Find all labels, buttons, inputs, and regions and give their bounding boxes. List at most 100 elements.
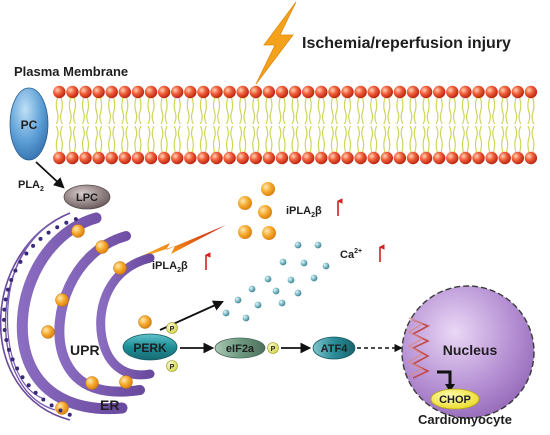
lipid-head bbox=[393, 85, 407, 99]
lipid-head bbox=[302, 151, 315, 165]
calcium-ion bbox=[234, 296, 242, 304]
ipla2-sphere bbox=[71, 224, 85, 238]
lipid-head bbox=[459, 151, 472, 165]
upr-label: UPR bbox=[70, 342, 100, 358]
lipid-head bbox=[223, 151, 236, 165]
lipid-head bbox=[197, 85, 210, 99]
lpc-molecule bbox=[63, 184, 111, 210]
nucleus bbox=[401, 285, 535, 419]
lipid-head bbox=[184, 85, 197, 99]
lipid-head bbox=[184, 151, 197, 165]
atf4-protein bbox=[312, 336, 356, 360]
translocation-arrow bbox=[128, 225, 226, 262]
lipid-head bbox=[157, 151, 171, 165]
eif2a-label: eIF2a bbox=[226, 343, 255, 355]
lipid-head bbox=[433, 151, 446, 165]
ipla2-sphere bbox=[55, 401, 69, 415]
ribosome bbox=[18, 259, 23, 264]
lipid-head bbox=[53, 85, 66, 99]
ribosome bbox=[73, 217, 78, 222]
lipid-tails bbox=[55, 97, 535, 153]
lipid-head bbox=[393, 151, 407, 165]
lipid-head bbox=[288, 151, 302, 165]
ribosome bbox=[67, 412, 72, 417]
perk-label: PERK bbox=[133, 341, 167, 355]
lipid-head bbox=[419, 151, 433, 165]
pla2-arrow bbox=[35, 161, 65, 189]
chop-label: CHOP bbox=[439, 394, 471, 406]
calcium-ion bbox=[294, 289, 302, 297]
lipid-heads bbox=[53, 85, 538, 165]
lipid-head bbox=[524, 85, 538, 99]
ribosome bbox=[2, 327, 7, 332]
lipid-head bbox=[446, 151, 459, 165]
lipid-head bbox=[236, 85, 249, 99]
lipid-head bbox=[511, 151, 524, 165]
lipid-head bbox=[210, 85, 223, 99]
lipid-head bbox=[341, 151, 354, 165]
calcium-ion bbox=[322, 262, 330, 270]
perk-protein bbox=[122, 333, 178, 361]
ribosome bbox=[64, 220, 69, 225]
ipla2-sphere bbox=[113, 261, 127, 275]
ribosome bbox=[4, 338, 9, 343]
calcium-ion bbox=[314, 241, 322, 249]
lipid-head bbox=[498, 85, 511, 99]
lipid-head bbox=[79, 151, 92, 165]
lipid-head bbox=[249, 85, 262, 99]
lipid-head bbox=[275, 85, 289, 99]
calcium-label: Ca2+ bbox=[340, 248, 362, 261]
ipla2b-cytosol-label: iPLA2β bbox=[286, 205, 322, 219]
pc-protein bbox=[9, 87, 49, 161]
calcium-ion bbox=[278, 299, 286, 307]
ipla2-sphere bbox=[138, 315, 152, 329]
ribosome bbox=[10, 357, 15, 362]
lipid-head bbox=[446, 85, 459, 99]
calcium-ion bbox=[300, 259, 308, 267]
ribosome bbox=[15, 366, 20, 371]
calcium-ion bbox=[294, 241, 302, 249]
lipid-head bbox=[406, 85, 420, 99]
lipid-head bbox=[53, 151, 66, 165]
lightning-bolt-icon bbox=[255, 1, 297, 85]
ipla2b-er-label: iPLA2β bbox=[152, 260, 188, 274]
calcium-ion bbox=[254, 301, 262, 309]
lipid-head bbox=[524, 151, 538, 165]
ribosome bbox=[13, 268, 18, 273]
lipid-head bbox=[328, 151, 341, 165]
lipid-head bbox=[262, 85, 276, 99]
lipid-head bbox=[223, 85, 236, 99]
lipid-head bbox=[472, 85, 485, 99]
injury-label: Ischemia/reperfusion injury bbox=[302, 35, 511, 52]
lipid-head bbox=[367, 151, 380, 165]
phospho-label: P bbox=[271, 346, 276, 353]
lpc-label: LPC bbox=[76, 192, 98, 204]
lipid-head bbox=[485, 151, 498, 165]
lipid-head bbox=[433, 85, 446, 99]
calcium-ion bbox=[242, 314, 250, 322]
ribosome bbox=[41, 397, 46, 402]
lipid-head bbox=[105, 85, 118, 99]
ipla2-sphere bbox=[41, 325, 55, 339]
ribosome bbox=[26, 383, 31, 388]
lipid-head bbox=[144, 85, 158, 99]
lipid-head bbox=[511, 85, 524, 99]
calcium-ion bbox=[248, 285, 256, 293]
lipid-head bbox=[249, 151, 262, 165]
phospho-icon bbox=[166, 360, 178, 372]
lipid-head bbox=[262, 151, 276, 165]
eif2a-protein bbox=[214, 337, 266, 359]
cardiomyocyte-label: Cardiomyocyte bbox=[418, 412, 512, 427]
plasma-membrane-label: Plasma Membrane bbox=[14, 64, 128, 79]
lipid-head bbox=[354, 151, 367, 165]
lipid-head bbox=[288, 85, 302, 99]
lipid-head bbox=[485, 85, 498, 99]
lipid-head bbox=[275, 151, 289, 165]
lipid-head bbox=[315, 151, 328, 165]
calcium-ions bbox=[222, 241, 330, 322]
ribosome bbox=[7, 347, 12, 352]
lipid-head bbox=[92, 85, 105, 99]
atf4-label: ATF4 bbox=[321, 343, 349, 355]
lipid-head bbox=[354, 85, 367, 99]
er-ipla2-spheres bbox=[41, 224, 152, 415]
